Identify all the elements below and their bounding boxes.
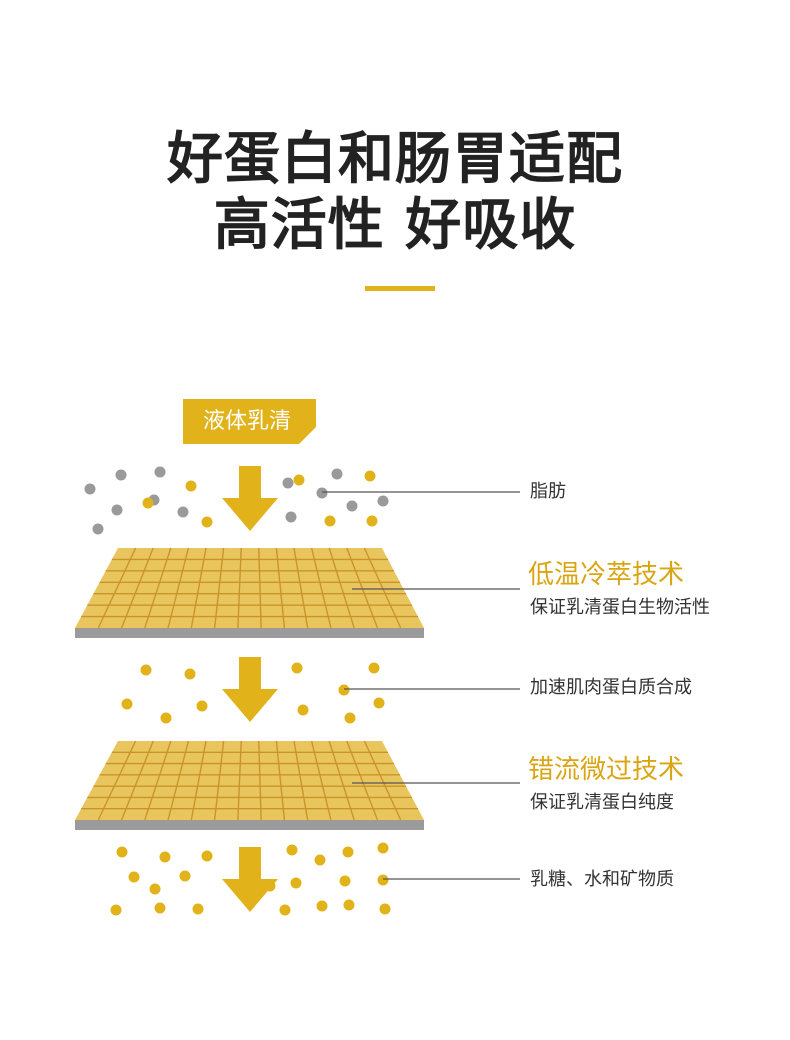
particle — [282, 477, 294, 489]
particles — [84, 466, 391, 916]
label-tech1-desc: 保证乳清蛋白生物活性 — [530, 597, 710, 618]
particle — [154, 466, 166, 478]
particle — [142, 497, 154, 509]
particle — [179, 870, 191, 882]
particle — [184, 668, 196, 680]
title-line-2: 高活性 好吸收 — [213, 193, 577, 258]
particle — [279, 904, 291, 916]
label-tech2-title: 错流微过技术 — [528, 755, 685, 785]
filter-membrane-2 — [75, 740, 424, 830]
particle — [111, 504, 123, 516]
title-line-1: 好蛋白和肠胃适配 — [167, 127, 623, 192]
particle — [339, 875, 351, 887]
particle — [377, 495, 389, 507]
leader-lines — [322, 491, 520, 880]
flow-arrows — [222, 466, 278, 912]
particle — [379, 903, 391, 915]
particle — [293, 474, 305, 486]
particle — [314, 854, 326, 866]
label-fat: 脂肪 — [530, 481, 566, 502]
tag-shape — [183, 399, 316, 444]
down-arrow-icon — [222, 657, 278, 722]
particle — [121, 698, 133, 710]
particle — [149, 883, 161, 895]
particle — [366, 515, 378, 527]
input-tag-label: 液体乳清 — [202, 409, 291, 434]
particle — [264, 880, 276, 892]
label-synthesis: 加速肌肉蛋白质合成 — [530, 677, 692, 698]
particle — [377, 874, 389, 886]
filter-membrane-1 — [75, 547, 424, 638]
particle — [297, 704, 309, 716]
particle — [185, 480, 197, 492]
particle — [192, 903, 204, 915]
down-arrow-icon — [222, 466, 278, 531]
particle — [373, 697, 385, 709]
particle — [338, 684, 350, 696]
particle — [140, 664, 152, 676]
particle — [291, 662, 303, 674]
particle — [346, 500, 358, 512]
particle — [342, 846, 354, 858]
particle — [160, 712, 172, 724]
particle — [285, 511, 297, 523]
particle — [154, 902, 166, 914]
particle — [331, 468, 343, 480]
particle — [377, 842, 389, 854]
input-tag: 液体乳清 — [183, 399, 316, 444]
particle — [201, 850, 213, 862]
particle — [128, 871, 140, 883]
particle — [316, 900, 328, 912]
particle — [368, 662, 380, 674]
particle — [110, 904, 122, 916]
particle — [324, 515, 336, 527]
particle — [201, 516, 213, 528]
particle — [177, 506, 189, 518]
particle — [316, 487, 328, 499]
particle — [84, 483, 96, 495]
particle — [92, 523, 104, 535]
particle — [343, 899, 355, 911]
particle — [159, 851, 171, 863]
down-arrow-icon — [222, 847, 278, 912]
particle — [115, 469, 127, 481]
label-tech2-desc: 保证乳清蛋白纯度 — [530, 792, 674, 813]
particle — [116, 846, 128, 858]
particle — [286, 844, 298, 856]
particle — [344, 712, 356, 724]
label-tech1-title: 低温冷萃技术 — [528, 560, 685, 590]
particle — [196, 700, 208, 712]
particle — [364, 470, 376, 482]
title-divider — [365, 286, 435, 291]
particle — [290, 877, 302, 889]
label-byproducts: 乳糖、水和矿物质 — [530, 869, 674, 890]
